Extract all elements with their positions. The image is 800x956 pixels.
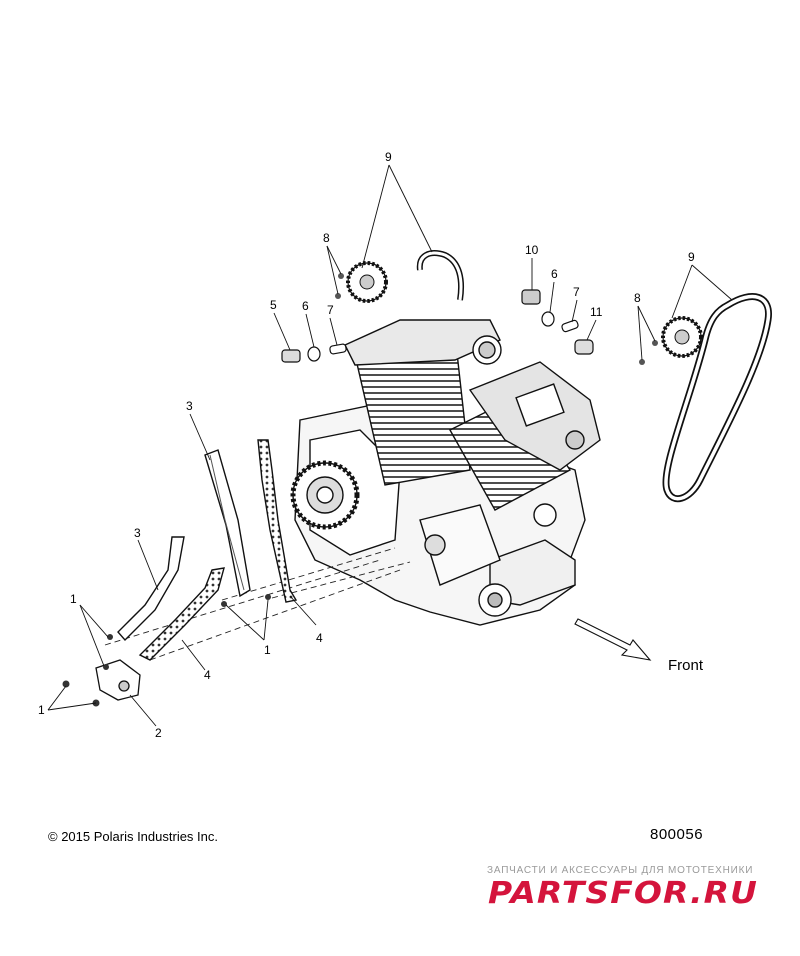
callout-2: 2 [155, 726, 162, 740]
engine-block [290, 319, 601, 626]
callout-4-upper: 4 [316, 631, 323, 645]
callout-6-left: 6 [302, 299, 309, 313]
callout-9-left: 9 [385, 150, 392, 164]
front-arrow [574, 618, 652, 661]
callout-7-left: 7 [327, 303, 334, 317]
bolts-1 [62, 594, 271, 707]
callout-10: 10 [525, 243, 539, 257]
callout-3-upper: 3 [186, 399, 193, 413]
cam-sprocket-left [335, 261, 388, 303]
chain-guide-3-upper [204, 449, 251, 598]
callout-9-right: 9 [688, 250, 695, 264]
tensioner-parts-right [521, 289, 594, 355]
chain-guide-3-lower [117, 536, 185, 642]
copyright-notice: © 2015 Polaris Industries Inc. [48, 829, 218, 844]
front-direction-label: Front [668, 657, 704, 674]
cam-chain-left [416, 250, 465, 301]
watermark-logo-text: PARTSFOR.RU [488, 876, 758, 909]
callout-1-middle: 1 [264, 643, 271, 657]
alignment-lines [104, 547, 411, 661]
cam-sprocket-right [639, 316, 703, 365]
watermark-logo: PARTSFOR.RU [488, 876, 758, 909]
tensioner-parts-left [281, 343, 347, 363]
callout-8-right: 8 [634, 291, 641, 305]
callout-8-left: 8 [323, 231, 330, 245]
leader-lines [47, 164, 733, 727]
guide-bracket-2 [95, 659, 141, 701]
callout-3-lower: 3 [134, 526, 141, 540]
callout-11: 11 [590, 305, 603, 319]
callout-7-right: 7 [573, 285, 580, 299]
chain-guide-4-lower [138, 567, 225, 661]
diagram-code: 800056 [650, 826, 704, 843]
callout-1-upper: 1 [70, 592, 77, 606]
watermark-tagline: ЗАПЧАСТИ И АКСЕССУАРЫ ДЛЯ МОТОТЕХНИКИ [487, 865, 754, 876]
callout-1-lower: 1 [38, 703, 45, 717]
callout-4-lower: 4 [204, 668, 211, 682]
callout-5: 5 [270, 298, 277, 312]
chain-guide-4-upper [257, 439, 298, 603]
callout-6-right: 6 [551, 267, 558, 281]
